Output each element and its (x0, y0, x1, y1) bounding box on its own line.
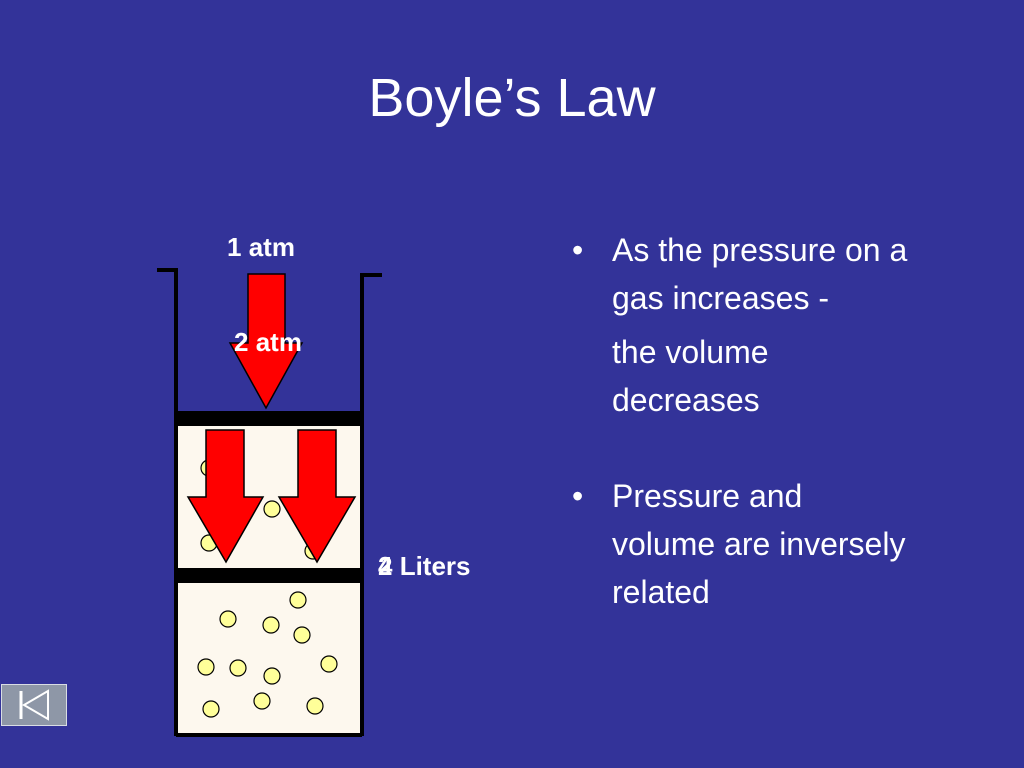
bullet-item: • As the pressure on a gas increases - (570, 226, 910, 322)
gas-particle (320, 655, 338, 673)
volume-label-overlap-digit: 2 (378, 551, 392, 581)
gas-particle (263, 500, 281, 518)
gas-particle (306, 697, 324, 715)
slide-title: Boyle’s Law (368, 68, 656, 128)
volume-label-digit: 4 (378, 551, 393, 581)
back-to-start-button[interactable] (1, 684, 67, 726)
volume-label: 4 Liters (378, 551, 471, 581)
bullet-text: As the pressure on a gas increases - (612, 232, 908, 316)
bullet-list: • As the pressure on a gas increases - t… (570, 226, 910, 616)
piston-final-position (176, 568, 362, 583)
gas-particle (197, 658, 215, 676)
pressure-arrow-2atm-left (186, 429, 265, 564)
bullet-continuation: the volume decreases (612, 334, 769, 418)
cylinder-right-wall (360, 273, 382, 736)
gas-particle (263, 667, 281, 685)
bullet-item: • Pressure and volume are inversely rela… (570, 472, 910, 616)
pressure-arrow-2atm-right (277, 429, 357, 564)
gas-particle (289, 591, 307, 609)
pressure-label-1atm: 1 atm (227, 232, 295, 262)
bullet-dot: • (572, 232, 584, 268)
skip-back-icon (19, 689, 49, 721)
gas-particle (293, 626, 311, 644)
gas-particle (202, 700, 220, 718)
piston-initial-position (176, 411, 362, 426)
gas-particle (253, 692, 271, 710)
bullet-text: Pressure and volume are inversely relate… (612, 478, 906, 610)
pressure-label-2atm: 2 atm (234, 327, 302, 357)
cylinder-left-wall (157, 268, 178, 736)
bullet-dot: • (572, 478, 584, 514)
gas-particle (229, 659, 247, 677)
volume-label-unit: Liters (392, 551, 470, 581)
pressure-arrow-1atm (228, 273, 304, 410)
gas-particle (219, 610, 237, 628)
gas-particle (262, 616, 280, 634)
